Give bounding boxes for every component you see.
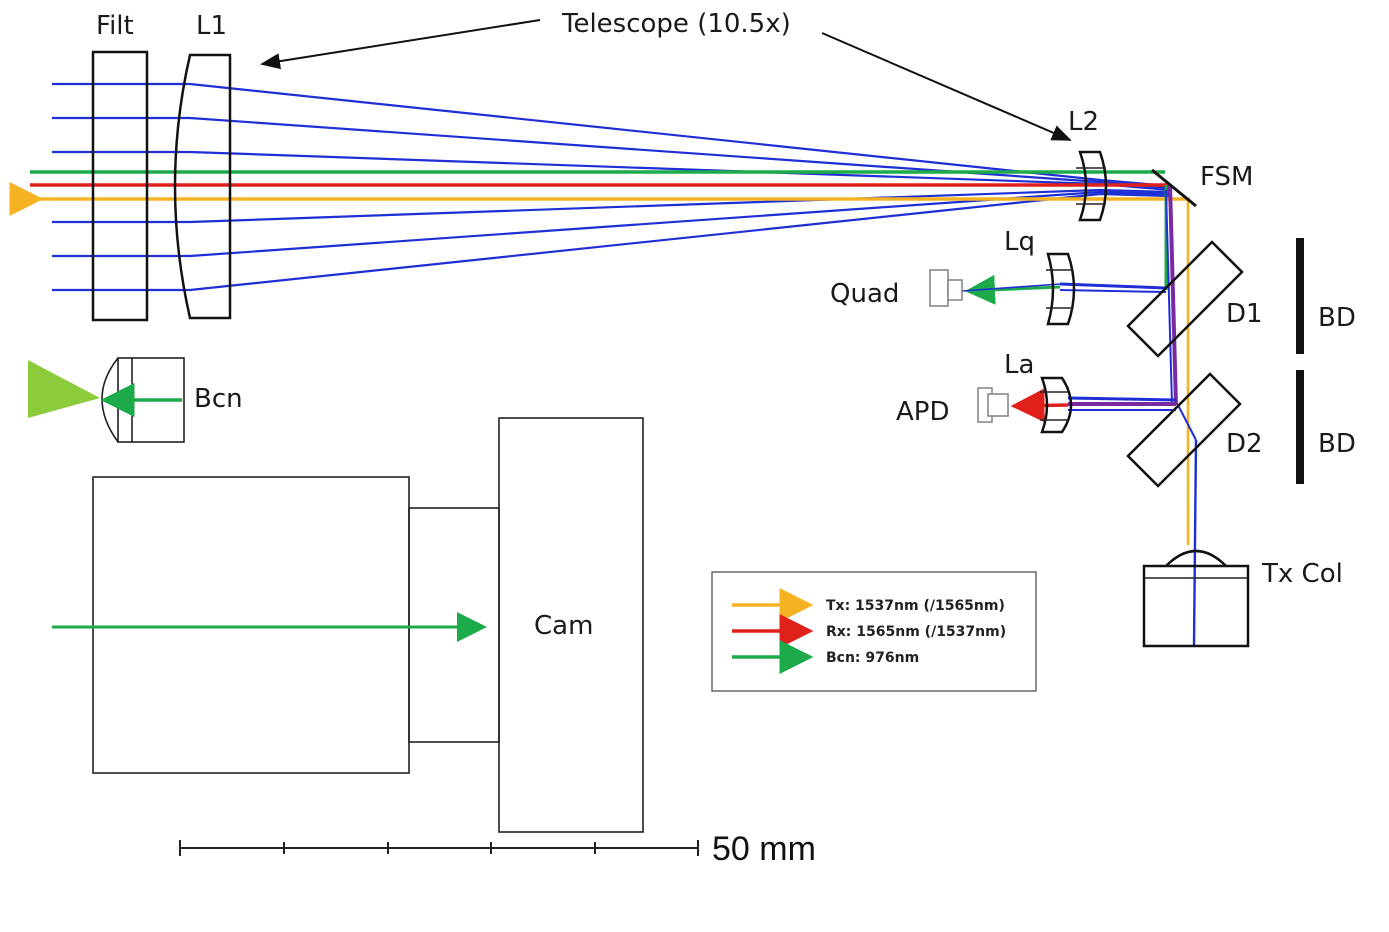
- label-l2: L2: [1068, 107, 1099, 137]
- lens-la: [1040, 376, 1073, 434]
- label-tx-col: Tx Col: [1261, 559, 1343, 589]
- quad-detector: [929, 269, 963, 307]
- lens-l1: [173, 53, 232, 320]
- dichroic-d2: [1126, 372, 1242, 488]
- legend-label-rx: Rx: 1565nm (/1537nm): [826, 624, 1006, 640]
- label-l1: L1: [196, 11, 227, 41]
- label-bd-top: BD: [1318, 303, 1356, 333]
- lens-lq: [1046, 252, 1076, 326]
- label-telescope: Telescope (10.5x): [561, 9, 791, 39]
- legend-entry-rx: Rx: 1565nm (/1537nm): [732, 614, 1006, 648]
- scale-bar: [179, 840, 699, 856]
- dichroic-d1: [1126, 240, 1244, 358]
- legend-label-tx: Tx: 1537nm (/1565nm): [826, 598, 1005, 614]
- label-lq: Lq: [1004, 227, 1035, 257]
- label-scale: 50 mm: [712, 830, 816, 868]
- legend: Tx: 1537nm (/1565nm) Rx: 1565nm (/1537nm…: [711, 571, 1037, 692]
- label-quad: Quad: [830, 279, 899, 309]
- telescope-pointer-arrows: [260, 19, 1072, 141]
- label-cam: Cam: [534, 611, 593, 641]
- beam-dump-top: [1296, 238, 1304, 354]
- main-beams: [9, 170, 1190, 216]
- tx-collimator: [1142, 549, 1250, 648]
- label-bcn: Bcn: [194, 384, 243, 414]
- beacon-source: [28, 357, 185, 443]
- label-filt: Filt: [96, 11, 134, 41]
- beam-dump-bottom: [1296, 370, 1304, 484]
- label-apd: APD: [896, 397, 950, 427]
- label-d1: D1: [1226, 299, 1263, 329]
- label-fsm: FSM: [1200, 162, 1253, 192]
- filter-element: [91, 50, 149, 322]
- legend-label-bcn: Bcn: 976nm: [826, 650, 919, 666]
- telescope-ray-fan: [52, 82, 1171, 292]
- camera-assembly: [52, 417, 644, 833]
- lens-l2: [1078, 150, 1108, 222]
- vertical-beams: [1164, 184, 1198, 646]
- label-bd-bottom: BD: [1318, 429, 1356, 459]
- quad-branch-beams: [961, 274, 1167, 305]
- legend-entry-bcn: Bcn: 976nm: [732, 640, 919, 674]
- apd-detector: [977, 387, 1009, 423]
- label-la: La: [1004, 350, 1034, 380]
- apd-branch-beams: [1010, 388, 1177, 423]
- fsm-mirror: [1151, 168, 1197, 208]
- label-d2: D2: [1226, 429, 1263, 459]
- legend-entry-tx: Tx: 1537nm (/1565nm): [732, 588, 1005, 622]
